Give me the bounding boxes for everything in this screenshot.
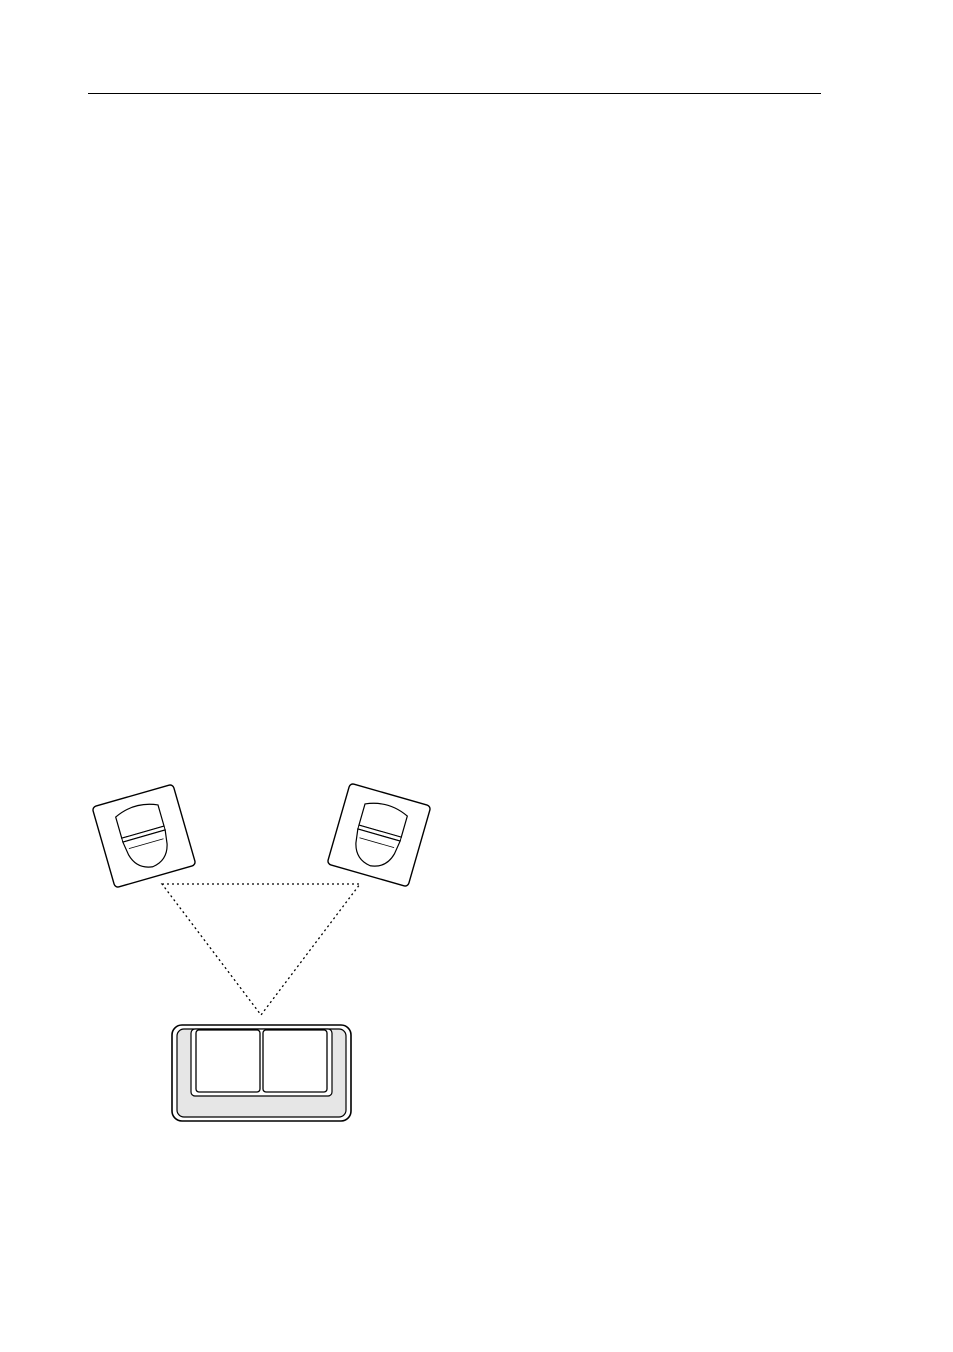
- header-rule: [88, 93, 821, 94]
- speaker-right-icon: [327, 783, 431, 887]
- sofa-cushion-right: [262, 1029, 328, 1093]
- sofa-icon: [171, 1024, 352, 1122]
- listening-triangle: [160, 883, 362, 1017]
- sofa-cushion-left: [195, 1029, 261, 1093]
- speaker-left-icon: [92, 784, 196, 888]
